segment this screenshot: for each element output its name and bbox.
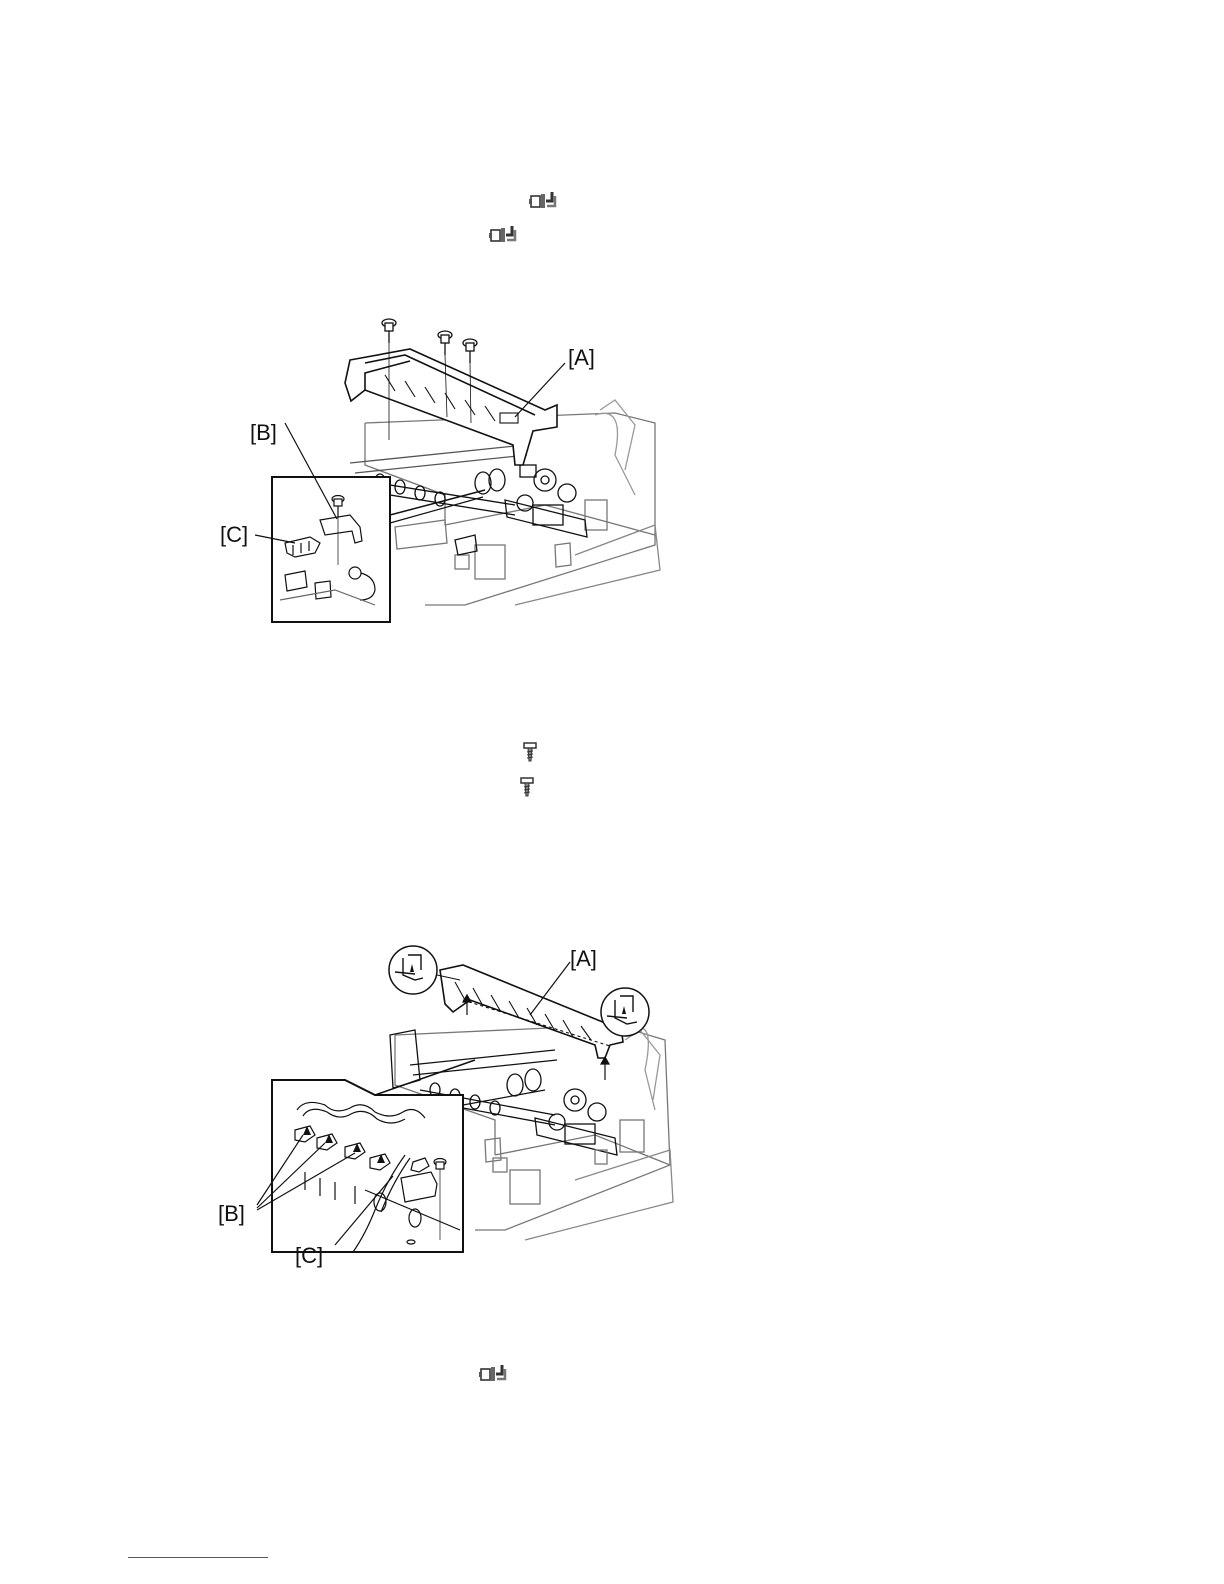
figure-1-exploded-view: [A] [B] [C]: [215, 305, 665, 630]
screw-icon: [518, 775, 536, 799]
connector-icon: [488, 224, 518, 246]
callout-b: [B]: [250, 420, 277, 445]
connector-icon: [528, 190, 558, 212]
callout-a: [A]: [568, 345, 595, 370]
callout-b: [B]: [218, 1201, 245, 1226]
connector-icon: [478, 1363, 508, 1385]
footnote-separator: [128, 1557, 268, 1558]
callout-c: [C]: [220, 522, 248, 547]
screw-icon: [521, 740, 539, 764]
callout-a: [A]: [570, 946, 597, 971]
callout-c: [C]: [295, 1243, 323, 1268]
figure-2-exploded-view: [A] [B] [C]: [215, 940, 685, 1280]
